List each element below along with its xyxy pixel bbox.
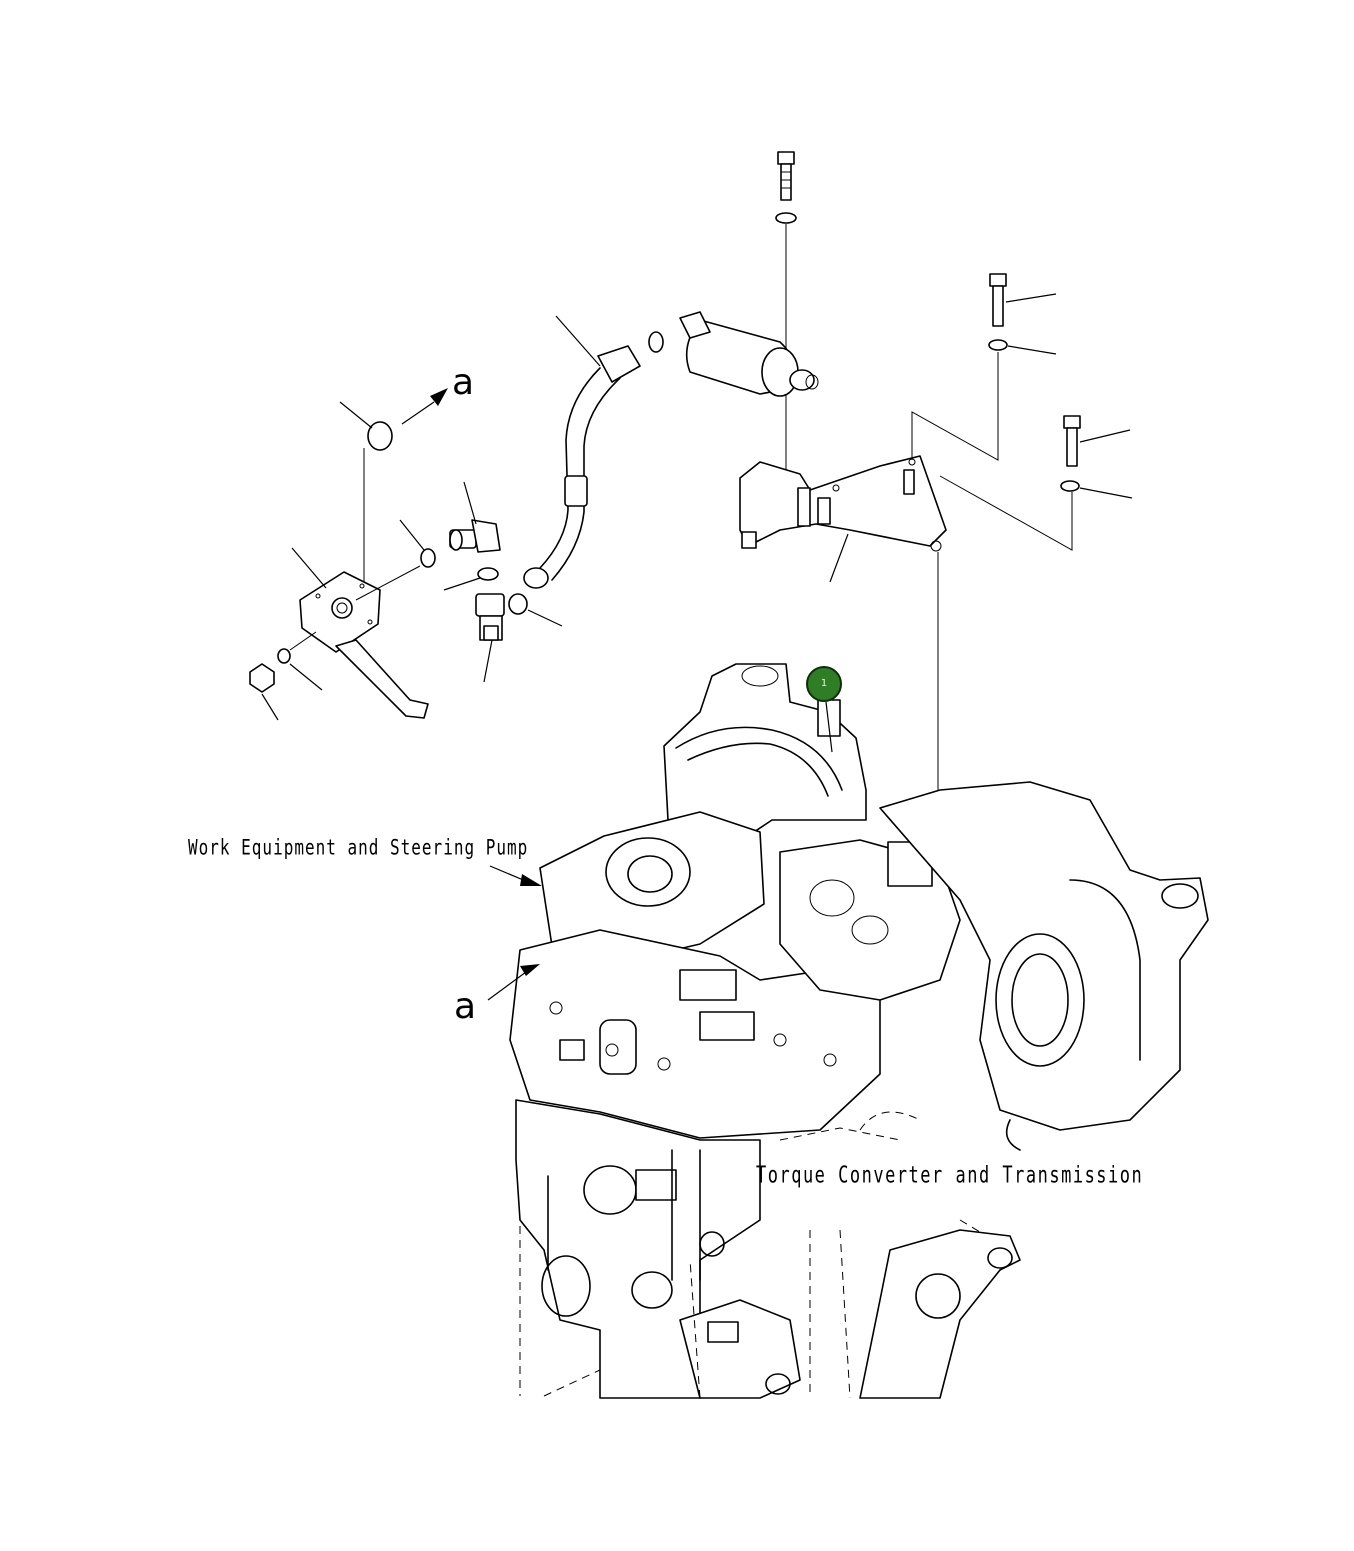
bolt-right-upper (989, 273, 1007, 327)
straight-fitting (475, 593, 505, 641)
o-ring-4 (277, 648, 291, 664)
leader-o-ring-2 (443, 577, 481, 591)
leader-elbow (463, 481, 477, 525)
washer-top (775, 212, 797, 224)
leader-o-ring-1 (399, 519, 425, 551)
washer-right-lower (1060, 480, 1080, 492)
leader-washer-right-lower (1079, 487, 1133, 499)
leader-o-ring-4 (289, 663, 323, 691)
valve-block (299, 571, 429, 719)
hose (523, 345, 641, 589)
view-reference-a-top: a (452, 362, 475, 403)
leader-valve-block (291, 547, 327, 589)
leader-washer-right-upper (1007, 345, 1057, 355)
o-ring-1 (420, 548, 436, 568)
leader-straight-fitting (483, 639, 493, 683)
assembly-line-oring (355, 565, 421, 601)
leader-o-ring-3 (527, 609, 563, 627)
leader-hose (555, 315, 601, 367)
view-reference-a-bottom: a (454, 986, 477, 1027)
arrow-a-bottom-shaft (487, 971, 527, 1001)
bolt-top (777, 151, 795, 201)
o-ring-3 (508, 593, 528, 615)
elbow-fitting (449, 519, 501, 553)
o-ring-2 (477, 567, 499, 581)
callout-leader (825, 701, 833, 753)
o-ring-filter (648, 331, 664, 353)
label-torque-converter: Torque Converter and Transmission (756, 1162, 1144, 1189)
nut (249, 663, 275, 693)
washer-right-upper (988, 339, 1008, 351)
pump-transmission-assembly (509, 663, 1209, 1399)
plug-cap (367, 421, 393, 451)
leader-bracket (829, 533, 849, 583)
callout-marker-1[interactable]: 1 (806, 666, 842, 702)
bolt-right-lower (1063, 415, 1081, 467)
arrow-a-top-shaft (401, 401, 435, 425)
arrow-pump-head (520, 874, 542, 886)
label-work-equipment-pump: Work Equipment and Steering Pump (188, 834, 529, 860)
arrow-a-bottom-head (520, 964, 540, 976)
leader-bolt-right-lower (1079, 429, 1131, 443)
assembly-line-right-lower (939, 475, 1073, 551)
leader-plug (339, 401, 373, 429)
leader-nut (261, 693, 279, 721)
arrow-a-top-head (430, 388, 448, 406)
assembly-line-right-upper (911, 352, 999, 461)
bracket (739, 455, 947, 552)
filter-cylinder (679, 311, 819, 397)
assembly-line-nut (289, 631, 317, 651)
leader-bolt-right-upper (1005, 293, 1057, 303)
